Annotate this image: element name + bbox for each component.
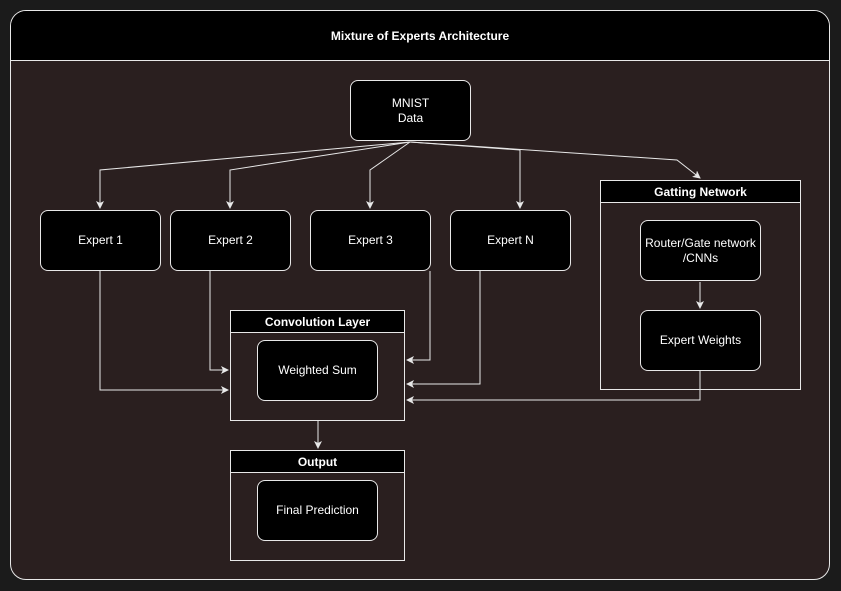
diagram-title: Mixture of Experts Architecture (11, 11, 829, 61)
expert-3-node[interactable]: Expert 3 (310, 210, 431, 271)
convolution-layer-title: Convolution Layer (231, 311, 404, 333)
expert-1-node[interactable]: Expert 1 (40, 210, 161, 271)
expert-n-node[interactable]: Expert N (450, 210, 571, 271)
expert-weights-node[interactable]: Expert Weights (640, 310, 761, 371)
edge-expert-3-to-conv (406, 271, 431, 364)
edge-expert-1-to-conv (99, 271, 229, 394)
output-group: Output (230, 450, 405, 561)
mnist-data-node[interactable]: MNIST Data (350, 80, 471, 141)
gating-network-title: Gatting Network (601, 181, 800, 203)
router-gate-node[interactable]: Router/Gate network /CNNs (640, 220, 761, 281)
edge-weights-to-conv (406, 371, 701, 404)
edge-expert-n-to-conv (406, 271, 481, 388)
weighted-sum-node[interactable]: Weighted Sum (257, 340, 378, 401)
edge-data-to-expert-3 (366, 141, 411, 209)
expert-2-node[interactable]: Expert 2 (170, 210, 291, 271)
edge-data-to-expert-1 (96, 141, 411, 209)
edge-expert-2-to-conv (209, 271, 229, 374)
final-prediction-node[interactable]: Final Prediction (257, 480, 378, 541)
edge-data-to-gating (409, 141, 701, 179)
edge-data-to-expert-n (409, 141, 524, 209)
output-title: Output (231, 451, 404, 473)
edge-data-to-expert-2 (226, 141, 411, 209)
convolution-layer-group: Convolution Layer (230, 310, 405, 421)
